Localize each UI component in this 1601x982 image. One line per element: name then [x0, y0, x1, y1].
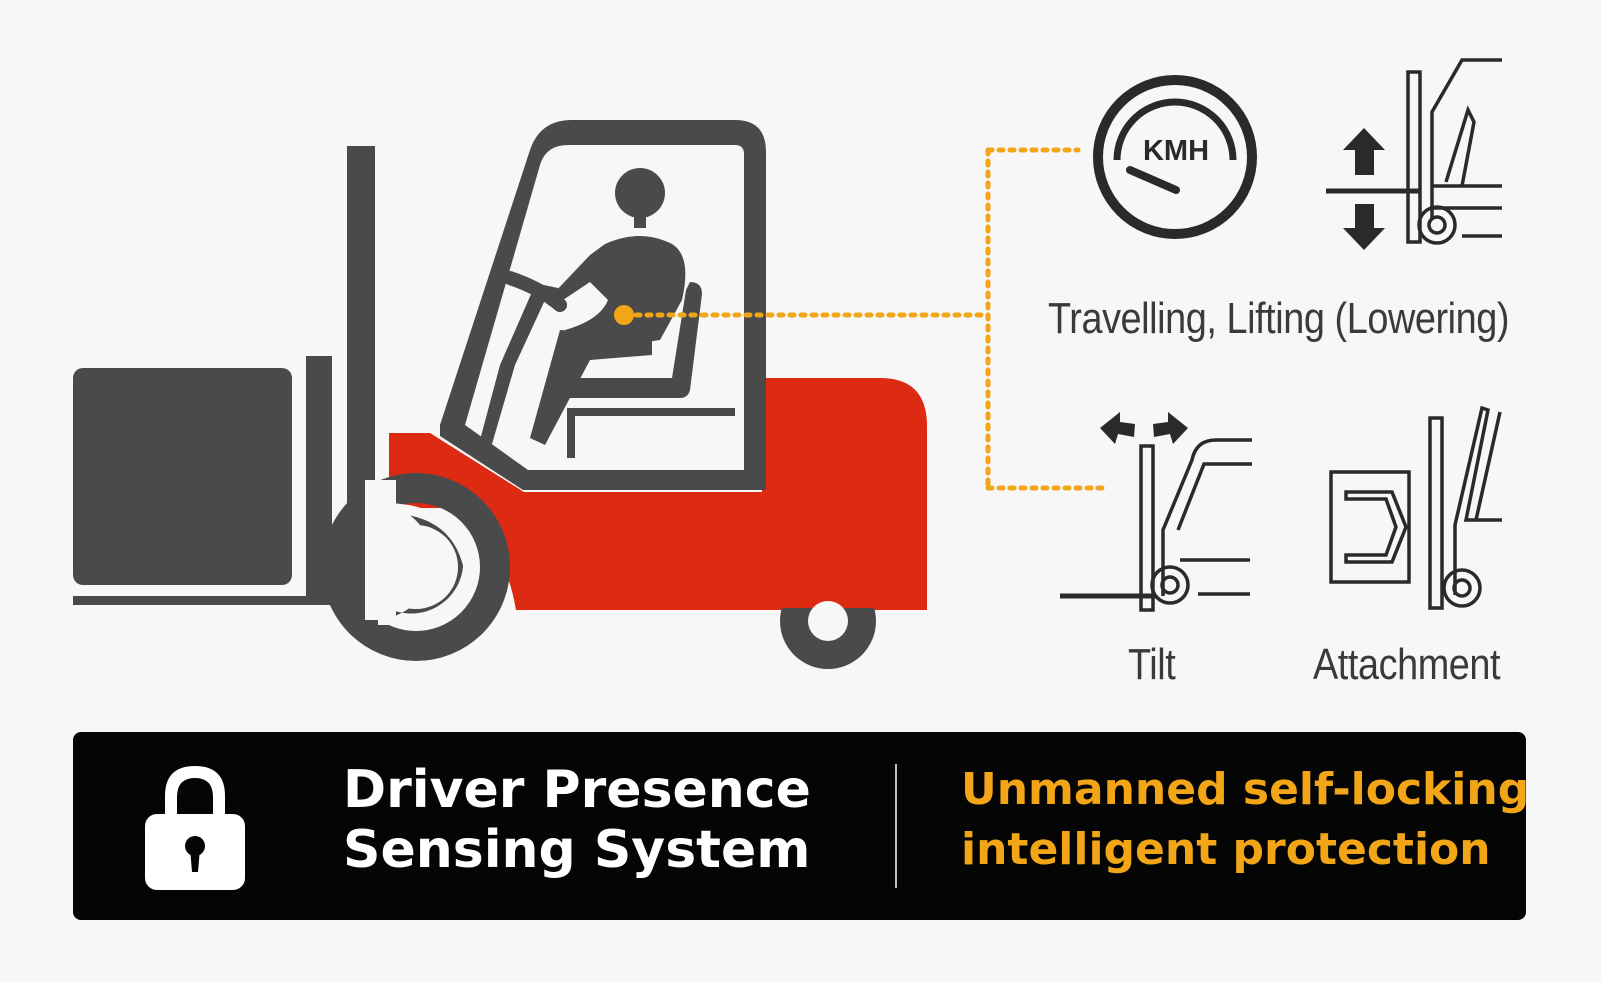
load-box	[73, 368, 292, 585]
feature-banner: Driver Presence Sensing System Unmanned …	[73, 732, 1529, 920]
banner-title-line1: Driver Presence	[343, 760, 811, 820]
driver-icon	[480, 168, 735, 458]
banner-title: Driver Presence Sensing System	[343, 760, 811, 880]
speedometer-label: KMH	[1143, 135, 1209, 167]
sensor-connectors	[614, 147, 1111, 491]
banner-divider	[895, 764, 897, 888]
forklift-icon	[73, 120, 927, 669]
banner-tagline: Unmanned self-locking intelligent protec…	[961, 760, 1529, 880]
banner-tagline-line2: intelligent protection	[961, 824, 1491, 875]
caption-tilt: Tilt	[1128, 640, 1176, 689]
caption-attachment: Attachment	[1313, 640, 1501, 689]
sensor-dot-icon	[614, 305, 634, 325]
attachment-clamp-icon	[1329, 405, 1502, 610]
lock-icon	[145, 766, 245, 890]
fork-blade	[73, 596, 331, 605]
banner-tagline-line1: Unmanned self-locking	[961, 764, 1530, 815]
cab-frame	[440, 120, 766, 490]
caption-travelling: Travelling, Lifting (Lowering)	[1048, 294, 1510, 343]
tilt-arrows-icon	[1060, 412, 1252, 612]
lift-arrows-icon	[1326, 58, 1502, 250]
speedometer-icon: KMH	[1093, 75, 1257, 239]
forklift-body	[389, 378, 927, 610]
banner-title-line2: Sensing System	[343, 820, 811, 880]
